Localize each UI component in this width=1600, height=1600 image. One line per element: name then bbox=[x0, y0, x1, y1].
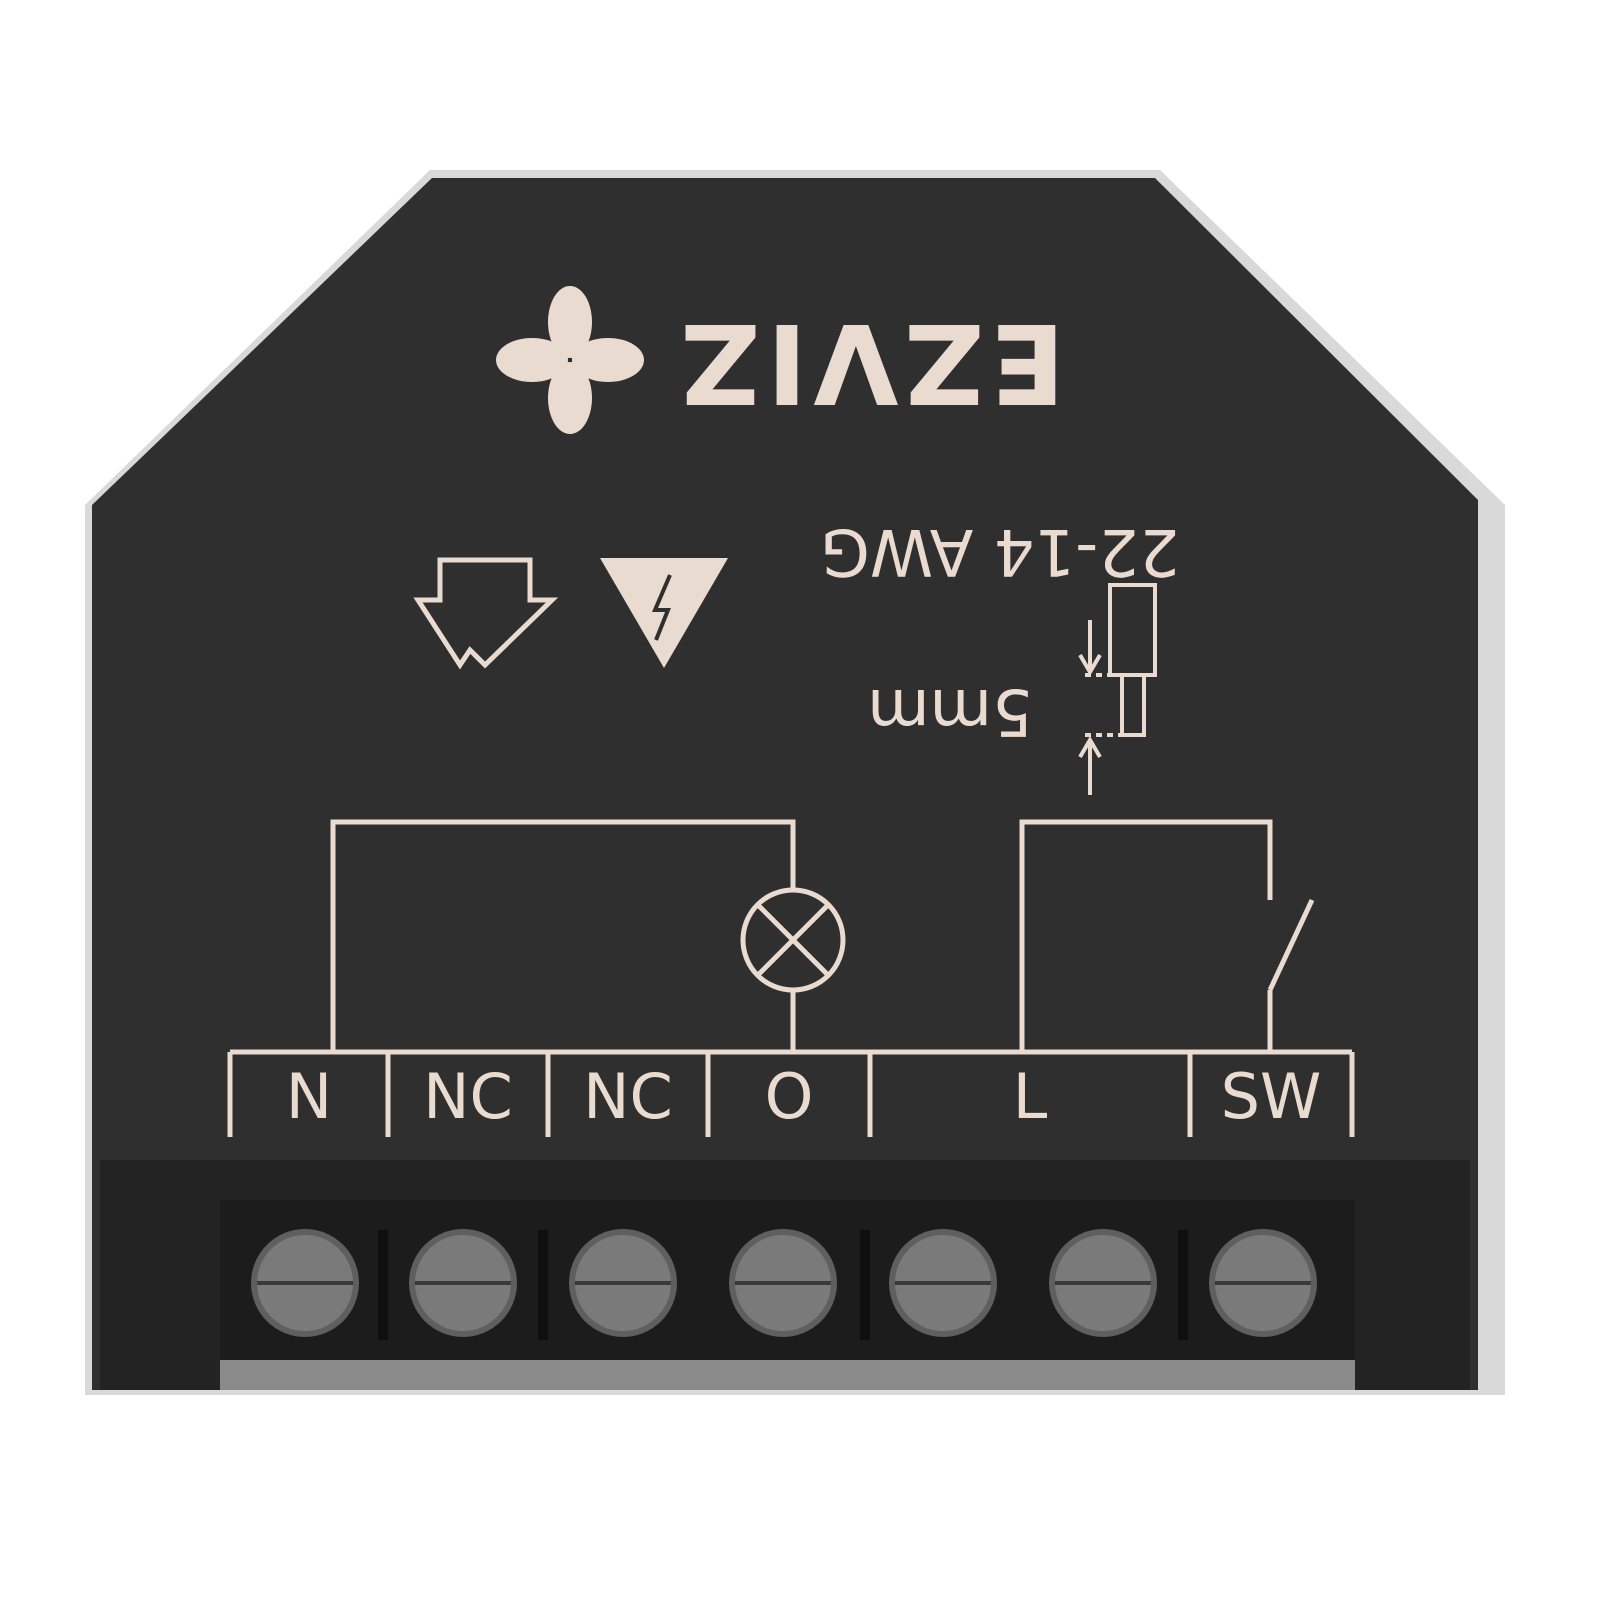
terminal-dividers bbox=[378, 1230, 1188, 1340]
terminal-label-sw: SW bbox=[1221, 1060, 1322, 1133]
screw-o[interactable] bbox=[729, 1229, 837, 1337]
ezviz-logo: EZVIZ bbox=[496, 286, 1065, 434]
install-direction-icon bbox=[413, 557, 559, 670]
switch-symbol bbox=[1267, 898, 1315, 992]
terminal-label-n: N bbox=[286, 1060, 332, 1133]
terminal-screws bbox=[251, 1229, 1317, 1337]
screw-sw[interactable] bbox=[1209, 1229, 1317, 1337]
terminal-label-l: L bbox=[1013, 1060, 1048, 1133]
wiring-diagram bbox=[227, 819, 1355, 1137]
lamp-symbol bbox=[740, 887, 846, 993]
terminal-label-o: O bbox=[765, 1060, 814, 1133]
svg-text:EZVIZ: EZVIZ bbox=[675, 299, 1066, 427]
module-body bbox=[92, 178, 1478, 1390]
wire-strip-icon bbox=[1078, 583, 1157, 795]
wire-gauge-label: 22-14 AWG bbox=[820, 514, 1179, 588]
strip-length-label: 5mm bbox=[867, 674, 1032, 748]
screw-l-2[interactable] bbox=[1049, 1229, 1157, 1337]
terminal-block-bottom bbox=[220, 1360, 1355, 1390]
terminal-label-nc-2: NC bbox=[583, 1060, 673, 1133]
screw-nc-2[interactable] bbox=[569, 1229, 677, 1337]
screw-n[interactable] bbox=[251, 1229, 359, 1337]
screw-l-1[interactable] bbox=[889, 1229, 997, 1337]
high-voltage-warning-icon bbox=[600, 558, 728, 668]
screw-nc-1[interactable] bbox=[409, 1229, 517, 1337]
terminal-label-nc-1: NC bbox=[423, 1060, 513, 1133]
